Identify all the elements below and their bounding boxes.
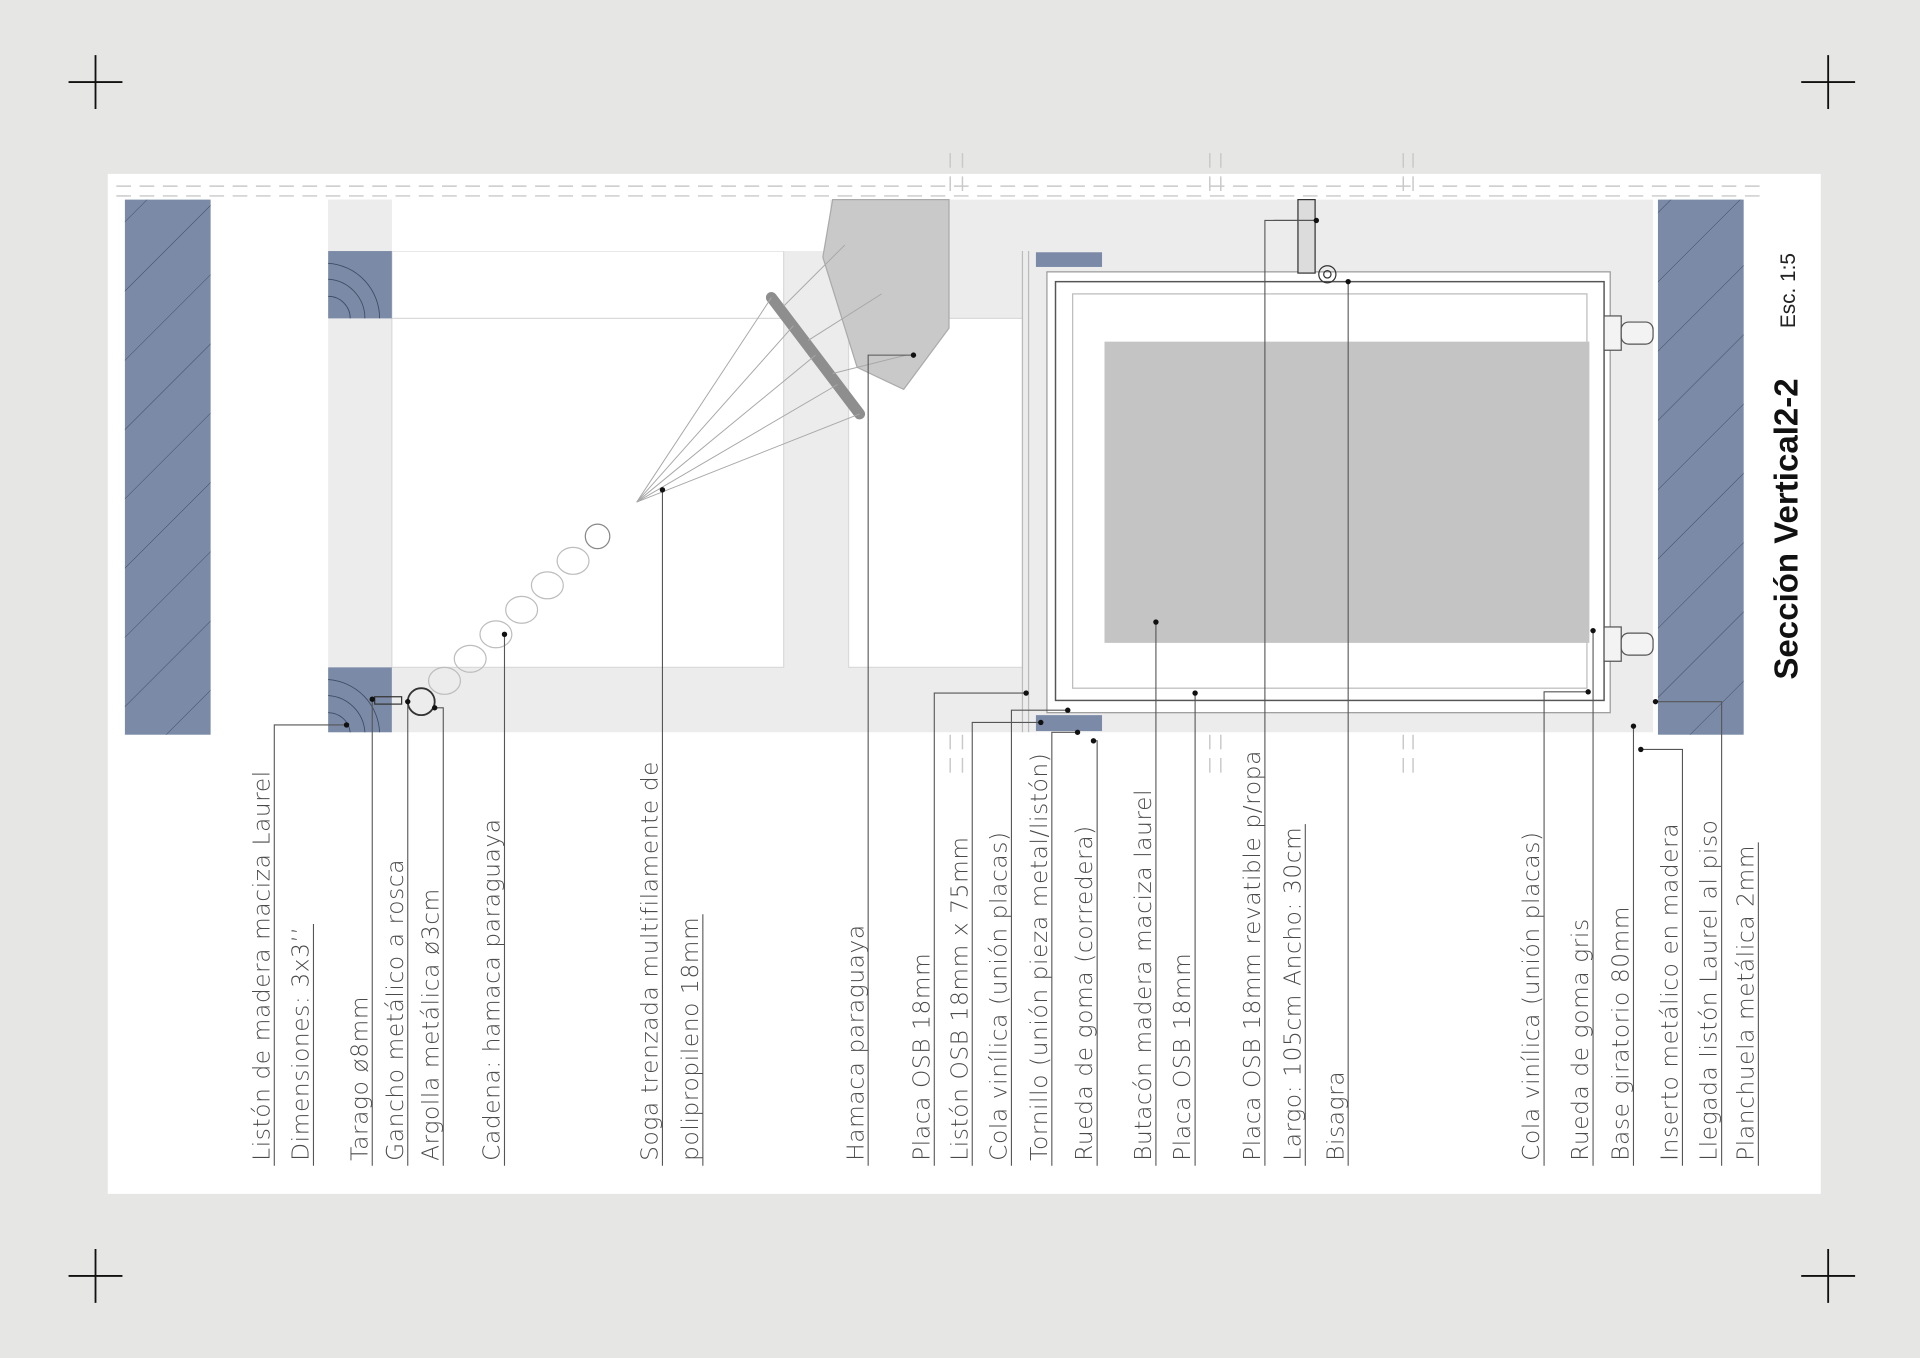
leader-dot — [1590, 627, 1596, 634]
annotation-label: Hamaca paraguaya — [842, 924, 869, 1161]
annotation-label: Dimensiones: 3x3’’ — [288, 926, 315, 1160]
leader-line — [867, 354, 914, 1166]
annotation-label: Butacón madera maciza laurel — [1130, 789, 1157, 1161]
laurel-batten-blocks — [328, 251, 392, 733]
leader-dot — [369, 696, 375, 702]
annotation-label: Planchuela metálica 2mm — [1732, 845, 1759, 1161]
annotation-label: Tarago ø8mm — [346, 996, 373, 1161]
annotation-label: Rueda de goma gris — [1567, 918, 1594, 1161]
registration-marks — [68, 55, 1856, 1303]
sheet-title: Sección Vertical2-2 — [1769, 378, 1806, 679]
leader-dot — [1345, 278, 1351, 285]
sheet-scale: Esc. 1:5 — [1777, 253, 1800, 328]
annotation-label: Cadena: hamaca paraguaya — [479, 818, 506, 1161]
left-wall-section — [124, 199, 211, 735]
annotation-label: Placa OSB 18mm — [1169, 953, 1196, 1161]
leader-dot — [1090, 738, 1097, 744]
leader-line — [1640, 748, 1683, 1166]
leader-dot — [1074, 729, 1081, 735]
leader-dot — [1038, 719, 1044, 726]
leader-line — [1010, 709, 1068, 1166]
leader-dot — [343, 722, 350, 728]
leader-dot — [1192, 690, 1198, 696]
annotation-label: Inserto metálico en madera — [1657, 823, 1684, 1161]
leader-dot — [659, 487, 666, 493]
annotation-label: Largo: 105cm Ancho: 30cm — [1279, 827, 1306, 1161]
leader-line — [434, 707, 444, 1166]
leader-dot — [1313, 217, 1320, 224]
annotation-label: Cola vinílica (unión placas) — [1518, 831, 1545, 1161]
leader-dot — [501, 631, 508, 637]
casters — [1603, 315, 1654, 662]
annotation-label: Argolla metálica ø3cm — [417, 888, 444, 1161]
leader-dot — [405, 698, 411, 705]
leader-dot — [1065, 707, 1071, 713]
annotation-label: Gancho metálico a rosca — [382, 859, 409, 1161]
annotation-labels: Listón de madera maciza Laurel Dimensione… — [248, 750, 1759, 1161]
leader-lines — [273, 217, 1759, 1166]
leader-dot — [910, 352, 917, 358]
leader-line — [1051, 731, 1078, 1166]
leader-line — [1655, 701, 1723, 1166]
annotation-label: Base giratorio 80mm — [1608, 906, 1635, 1161]
hammock — [636, 199, 950, 503]
leader-line — [971, 721, 1041, 1166]
annotation-label: Cola vinílica (unión placas) — [986, 831, 1013, 1161]
leader-dot — [1023, 690, 1029, 696]
leader-line — [1543, 691, 1589, 1166]
annotation-label: Placa OSB 18mm — [908, 953, 935, 1161]
annotation-label: polipropileno 18mm — [677, 917, 704, 1161]
leader-dot — [1630, 723, 1637, 729]
annotation-label: Bisagra — [1322, 1071, 1349, 1161]
cabinet — [1021, 251, 1611, 733]
right-wall-section — [1657, 199, 1744, 735]
leader-dot — [432, 705, 438, 711]
leader-line — [933, 692, 1027, 1166]
cushion — [1104, 341, 1590, 643]
annotation-label: Listón OSB 18mm x 75mm — [946, 836, 973, 1160]
annotation-label: Rueda de goma (corredera) — [1071, 825, 1098, 1161]
leader-dot — [1652, 698, 1659, 705]
leader-dot — [1153, 619, 1159, 625]
leader-line — [1264, 219, 1317, 1166]
annotation-label: Listón de madera maciza Laurel — [248, 770, 275, 1161]
leader-line — [273, 724, 347, 1166]
leader-dot — [1585, 689, 1591, 695]
annotation-label: Tornillo (unión pieza metal/listón) — [1026, 753, 1053, 1161]
leader-dot — [1638, 746, 1644, 753]
chain — [374, 523, 611, 717]
annotation-label: Placa OSB 18mm revatible p/ropa — [1239, 750, 1266, 1161]
annotation-label: Llegada listón Laurel al piso — [1696, 819, 1723, 1160]
annotation-label: Soga trenzada multifilamente de — [637, 761, 664, 1161]
